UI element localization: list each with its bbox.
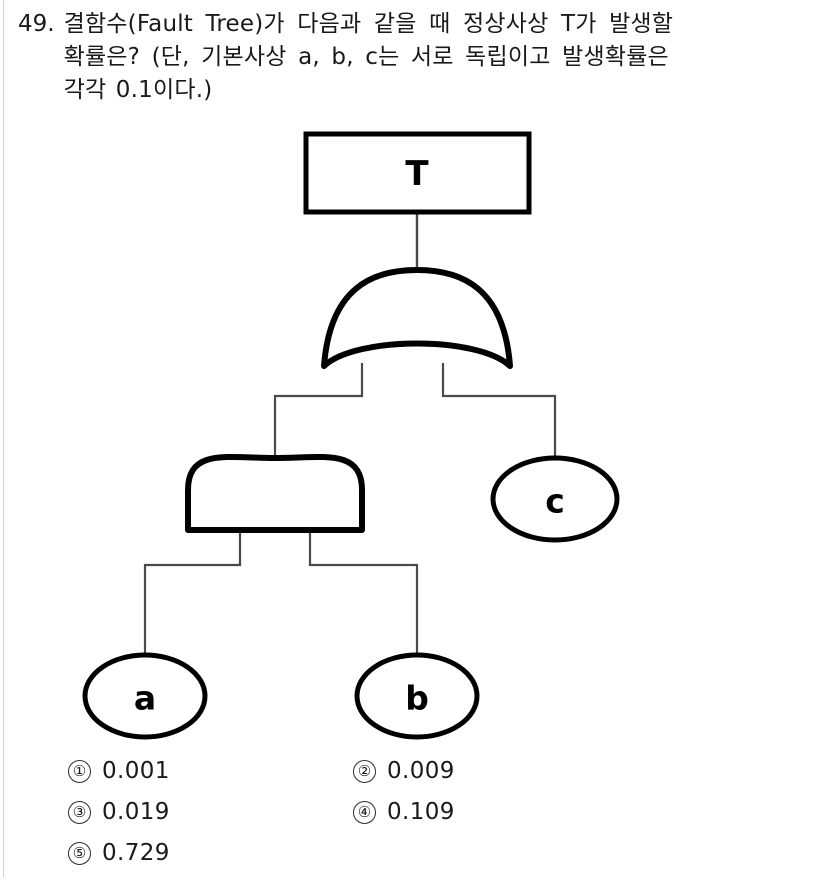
- question-line-2: 확률은? (단, 기본사상 a, b, c는 서로 독립이고 발생확률은: [63, 44, 669, 70]
- option-2[interactable]: ② 0.009: [353, 758, 455, 784]
- connector-or-to-and: [273, 363, 364, 458]
- and-gate: [185, 453, 365, 533]
- and-gate-shape: [185, 453, 365, 533]
- question-text: 결함수(Fault Tree)가 다음과 같을 때 정상사상 T가 발생할 확률…: [64, 8, 776, 107]
- basic-event-c-ellipse: [490, 455, 620, 543]
- option-row-3: ⑤ 0.729: [0, 840, 826, 881]
- or-gate: [321, 267, 513, 369]
- option-2-marker: ②: [353, 759, 376, 783]
- top-event-rect: [303, 131, 532, 215]
- option-3[interactable]: ③ 0.019: [68, 799, 170, 825]
- option-3-value: 0.019: [102, 799, 170, 825]
- option-4-value: 0.109: [387, 799, 455, 825]
- question-row: 49. 결함수(Fault Tree)가 다음과 같을 때 정상사상 T가 발생…: [18, 8, 808, 107]
- answer-options: ① 0.001 ② 0.009 ③ 0.019 ④ 0.109 ⑤ 0.729: [0, 758, 826, 881]
- option-1-marker: ①: [68, 759, 91, 783]
- question-line-3: 각각 0.1이다.): [63, 77, 213, 103]
- basic-event-a-label: a: [134, 679, 156, 718]
- basic-event-a-ellipse: [82, 652, 208, 740]
- fault-tree-diagram: T c a b: [0, 118, 826, 748]
- top-event-node-t: T: [303, 131, 532, 215]
- option-3-marker: ③: [68, 800, 91, 824]
- top-event-label: T: [405, 154, 429, 194]
- question-number: 49.: [18, 11, 55, 37]
- page-edge-rule: [3, 0, 4, 877]
- question-block: 49. 결함수(Fault Tree)가 다음과 같을 때 정상사상 T가 발생…: [18, 8, 808, 107]
- option-2-value: 0.009: [387, 758, 455, 784]
- option-1[interactable]: ① 0.001: [68, 758, 170, 784]
- option-4[interactable]: ④ 0.109: [353, 799, 455, 825]
- basic-event-node-c: c: [490, 455, 620, 543]
- basic-event-b-ellipse: [354, 652, 480, 740]
- option-5-value: 0.729: [102, 840, 170, 866]
- option-5-marker: ⑤: [68, 841, 91, 865]
- basic-event-node-a: a: [82, 652, 208, 740]
- option-row-2: ③ 0.019 ④ 0.109: [0, 799, 826, 840]
- basic-event-b-label: b: [405, 679, 429, 718]
- basic-event-c-label: c: [545, 482, 565, 521]
- connector-or-to-c: [441, 363, 557, 458]
- basic-event-node-b: b: [354, 652, 480, 740]
- connector-and-to-a: [143, 531, 242, 655]
- or-gate-shape: [321, 267, 513, 369]
- question-line-1: 결함수(Fault Tree)가 다음과 같을 때 정상사상 T가 발생할: [63, 11, 674, 37]
- option-4-marker: ④: [353, 800, 376, 824]
- option-1-value: 0.001: [102, 758, 170, 784]
- option-5[interactable]: ⑤ 0.729: [68, 840, 170, 866]
- option-row-1: ① 0.001 ② 0.009: [0, 758, 826, 799]
- connector-and-to-b: [308, 531, 419, 655]
